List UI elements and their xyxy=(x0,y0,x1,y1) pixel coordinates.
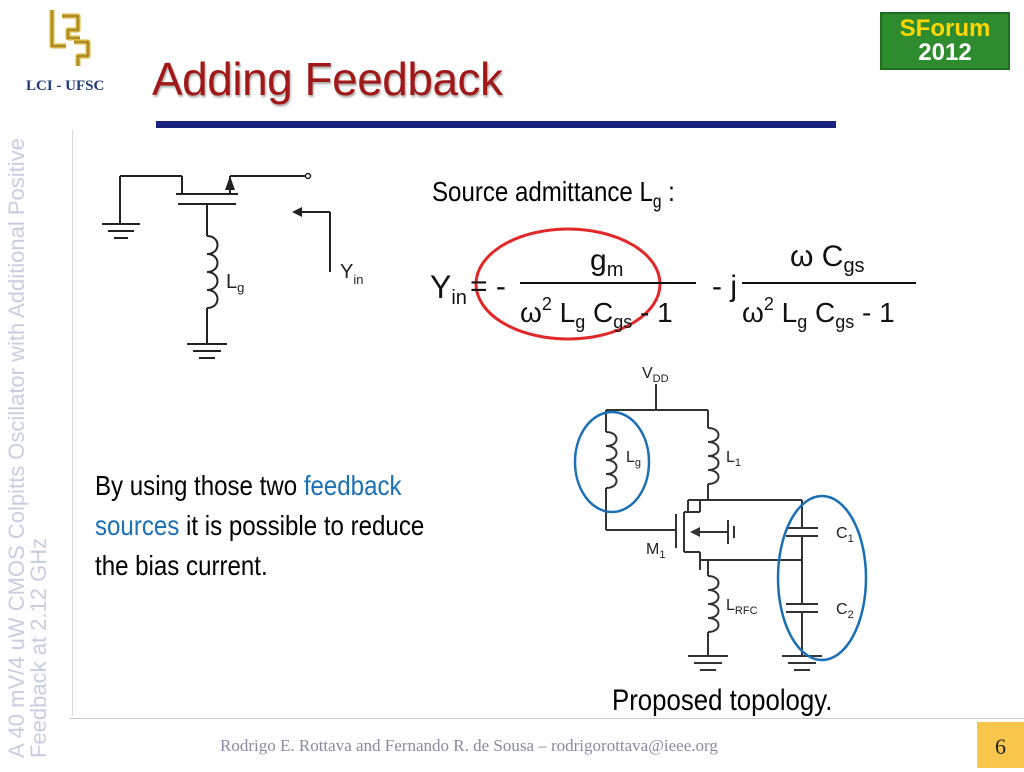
figure-caption: Proposed topology. xyxy=(612,684,833,717)
vdd-label: VDD xyxy=(642,365,669,385)
arrow-left-icon xyxy=(292,207,302,217)
lci-logo-icon xyxy=(49,10,91,66)
l1-label: L1 xyxy=(726,449,741,469)
minus-j: - j xyxy=(712,270,737,303)
footer-divider xyxy=(70,718,1024,719)
badge-line-2: 2012 xyxy=(918,39,972,66)
equation-caption: Source admittance Lg : xyxy=(432,176,675,212)
blue-ellipse-caps xyxy=(776,494,868,662)
highlight-text: feedback sources xyxy=(95,470,402,541)
conference-badge: SForum 2012 xyxy=(880,12,1010,70)
terminal-node xyxy=(304,172,312,180)
c1-label: C1 xyxy=(836,525,854,545)
yin-label: Yin xyxy=(340,261,363,287)
equals-minus: = - xyxy=(470,270,506,303)
logo-label: LCI - UFSC xyxy=(26,78,105,94)
numerator-2: ω Cgs xyxy=(790,240,865,277)
footer-authors: Rodrigo E. Rottava and Fernando R. de So… xyxy=(220,736,718,755)
slide-title: Adding Feedback xyxy=(152,53,503,105)
blue-ellipse-lg xyxy=(573,410,651,514)
badge-line-1: SForum xyxy=(899,15,991,42)
denominator-1: ω2 Lg Cgs - 1 xyxy=(520,294,673,332)
page-number: 6 xyxy=(977,722,1024,768)
left-divider xyxy=(72,130,73,716)
lrfc-label: LRFC xyxy=(726,597,758,617)
body-paragraph: By using those two feedback sources it i… xyxy=(95,470,425,581)
lg-right-label: Lg xyxy=(626,449,641,469)
title-underline xyxy=(156,121,836,128)
arrow-left-icon xyxy=(690,527,700,537)
arrow-up-icon xyxy=(225,176,235,190)
c2-label: C2 xyxy=(836,601,854,621)
yin-symbol: Yin xyxy=(430,269,467,309)
numerator-1: gm xyxy=(590,244,623,281)
m1-label: M1 xyxy=(646,541,665,561)
lg-label: Lg xyxy=(226,271,244,295)
